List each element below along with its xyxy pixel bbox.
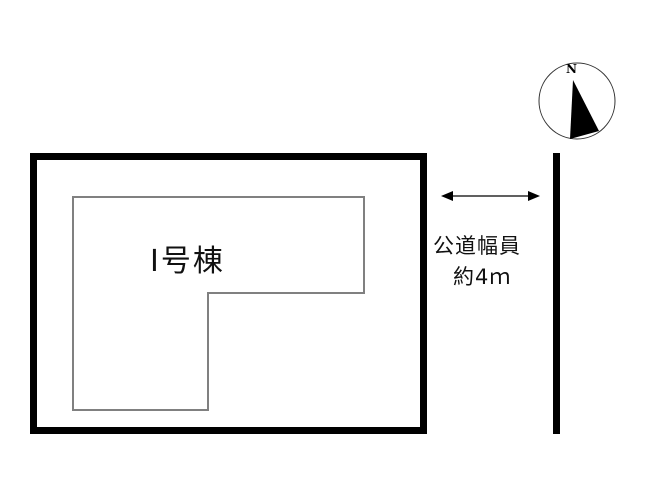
- road-edge-line: [553, 153, 560, 434]
- building-label: Ⅰ号棟: [150, 244, 225, 279]
- building-outline: [72, 196, 365, 411]
- dimension-arrow-icon: [441, 191, 540, 201]
- north-compass-icon: [538, 62, 616, 140]
- road-width-value: 約4ｍ: [453, 265, 512, 289]
- road-width-label: 公道幅員: [433, 234, 521, 258]
- lot-boundary: [30, 153, 427, 434]
- compass-north-label: N: [566, 62, 577, 76]
